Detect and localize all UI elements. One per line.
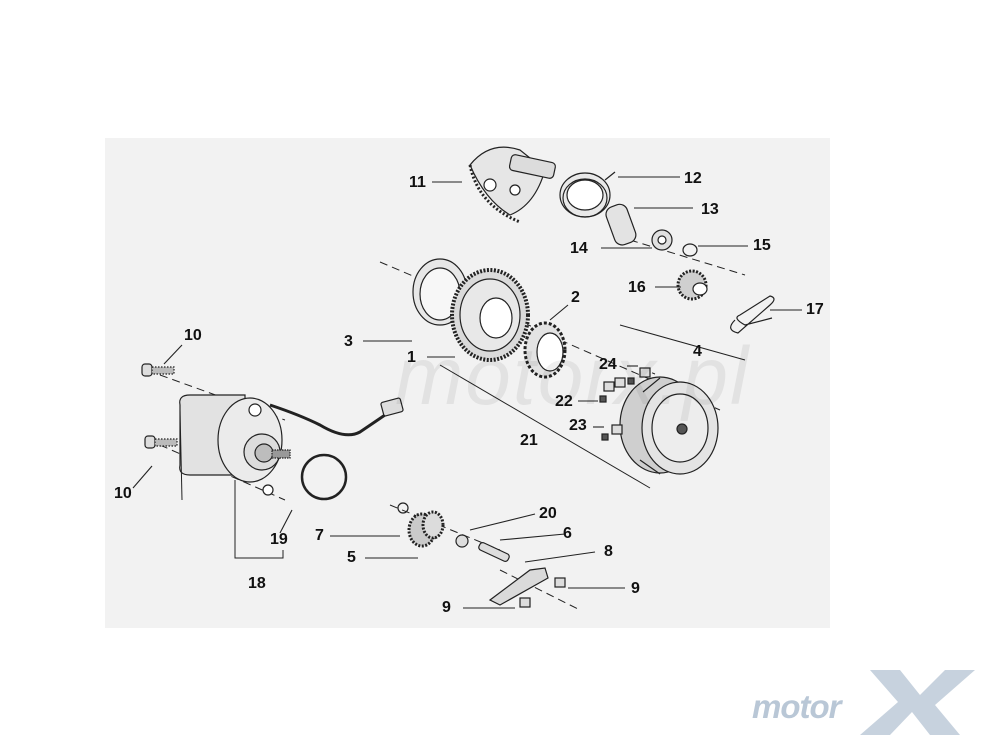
part-clip [730,295,775,334]
part-bolts [141,363,178,449]
watermark-text: motorx.pl [395,331,751,422]
label-part-14: 14 [570,240,588,257]
part-one-way-clutch [523,321,567,379]
label-part-22: 22 [555,393,573,410]
label-part-16: 16 [628,279,646,296]
label-part-12: 12 [684,170,702,187]
label-part-8: 8 [604,543,613,560]
part-small-screws [599,367,651,441]
part-idle-shaft [478,541,510,563]
label-part-24: 24 [599,356,617,373]
label-part-6: 6 [563,525,572,542]
part-starter-gear [450,268,530,362]
label-part-13: 13 [701,201,719,218]
part-bush [605,203,637,246]
label-part-10-top: 10 [184,327,202,344]
part-idle-gear [397,502,469,548]
label-part-19: 19 [270,531,288,548]
part-plate [488,567,549,606]
label-part-17: 17 [806,301,824,318]
label-part-4: 4 [693,343,702,360]
label-part-15: 15 [753,237,771,254]
label-part-5: 5 [347,549,356,566]
part-kick-shaft [468,146,556,224]
part-plate-screws [519,577,566,608]
label-part-21: 21 [520,432,538,449]
checkered-x-logo-icon [860,670,975,735]
part-flywheel [619,376,719,475]
part-o-ring [682,243,698,257]
label-part-9-right: 9 [631,580,640,597]
part-pinion-gear [676,269,708,301]
label-part-18: 18 [248,575,266,592]
label-part-3: 3 [344,333,353,350]
leader-lines [132,176,802,609]
group-lines [179,324,746,559]
diagram-panel [105,138,830,628]
part-kick-spring [559,171,616,218]
label-part-20: 20 [539,505,557,522]
label-part-1: 1 [407,349,416,366]
label-part-2: 2 [571,289,580,306]
label-part-7: 7 [315,527,324,544]
brand-logo-text: motor [752,688,841,725]
label-part-11: 11 [409,174,426,191]
label-part-10-bottom: 10 [114,485,132,502]
part-motor-o-ring [300,453,348,501]
label-part-9-left: 9 [442,599,451,616]
part-starter-motor [179,394,404,496]
label-part-23: 23 [569,417,587,434]
